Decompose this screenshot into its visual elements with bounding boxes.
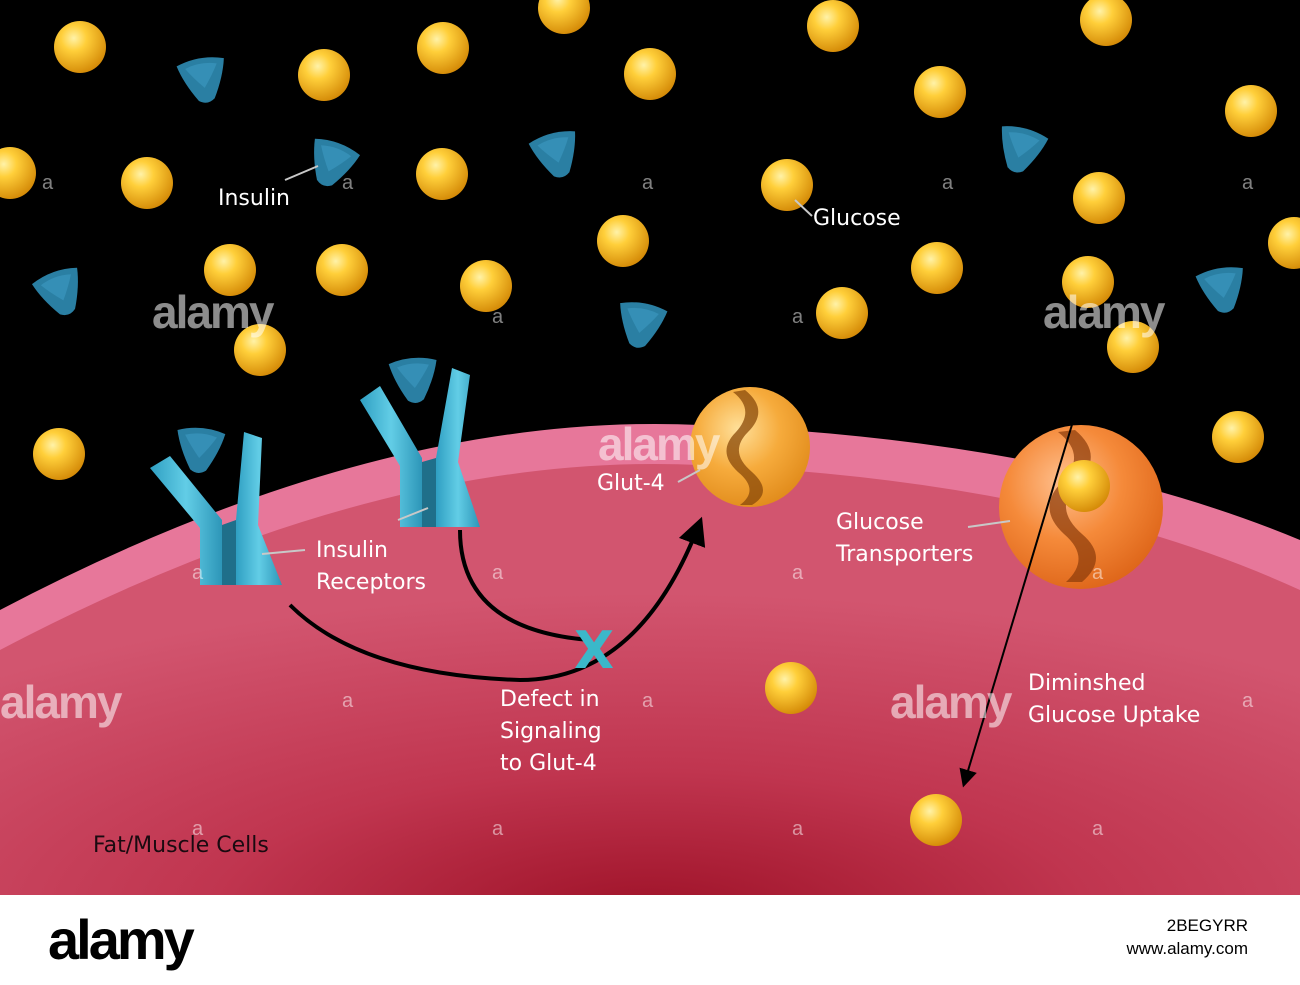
watermark: alamy [152, 286, 274, 338]
insulin-receptor-left [150, 425, 282, 585]
watermark-mark: a [792, 562, 804, 584]
watermark-mark: a [192, 818, 204, 840]
watermark-mark: a [492, 818, 504, 840]
glucose-transporter [999, 425, 1163, 589]
signal-arrows [288, 516, 706, 683]
watermark-mark: a [642, 690, 654, 712]
label-glut4: Glut-4 [597, 471, 665, 496]
watermark-mark: a [192, 562, 204, 584]
uptake-arrow [959, 417, 1075, 788]
watermark-mark: a [642, 172, 654, 194]
watermark-mark: a [492, 562, 504, 584]
label-fat-muscle-cells: Fat/Muscle Cells [93, 833, 269, 858]
defect-x-mark: X [574, 621, 614, 681]
watermark: alamy [890, 676, 1012, 728]
watermark: alamy [1043, 286, 1165, 338]
watermark-mark: a [492, 306, 504, 328]
leader-lines [261, 165, 1011, 555]
glut4-transporter [690, 387, 810, 507]
watermark-mark: a [42, 172, 54, 194]
image-id: 2BEGYRR [1166, 916, 1248, 935]
watermark-mark: a [942, 172, 954, 194]
footer-image-info: 2BEGYRR www.alamy.com [1126, 915, 1248, 961]
label-insulin: Insulin [218, 186, 291, 211]
watermark-mark: a [792, 306, 804, 328]
watermark-mark: a [1092, 562, 1104, 584]
watermark-mark: a [1242, 690, 1254, 712]
site-url[interactable]: www.alamy.com [1126, 938, 1248, 958]
footer-bar: alamy 2BEGYRR www.alamy.com [0, 895, 1300, 985]
label-glucose-transporters: Glucose Transporters [836, 510, 974, 567]
watermark-mark: a [1242, 172, 1254, 194]
watermark-mark: a [342, 690, 354, 712]
watermark-mark: a [792, 818, 804, 840]
label-defect-signaling: Defect in Signaling to Glut-4 [500, 687, 602, 776]
alamy-logo: alamy [48, 908, 195, 971]
watermark-mark: a [342, 172, 354, 194]
watermark: alamy [598, 418, 720, 470]
label-insulin-receptors: Insulin Receptors [316, 538, 427, 595]
watermark: alamy [0, 676, 122, 728]
watermark-mark: a [1092, 818, 1104, 840]
label-glucose: Glucose [813, 206, 901, 231]
label-diminished-uptake: Diminshed Glucose Uptake [1028, 671, 1201, 728]
